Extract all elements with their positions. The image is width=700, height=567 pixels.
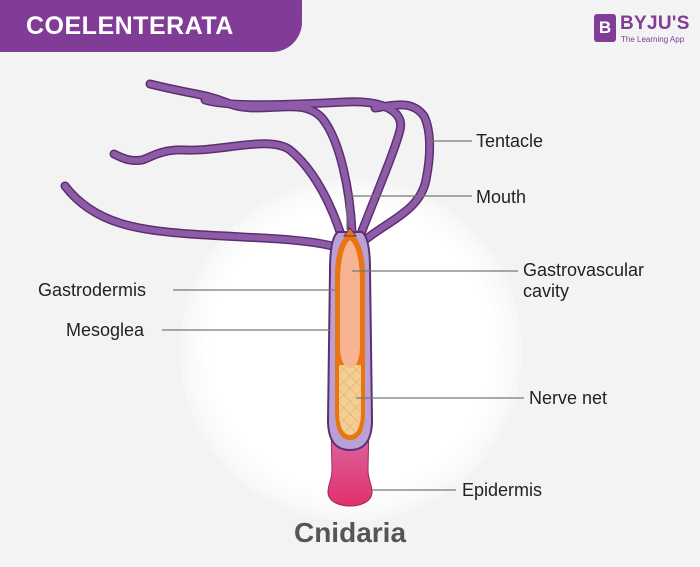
tentacles [60,79,435,251]
logo-tagline: The Learning App [621,35,685,44]
gastrovascular-cavity [340,240,360,368]
label-tentacle: Tentacle [476,131,544,151]
label-nerve-net: Nerve net [529,388,608,408]
label-gastrodermis: Gastrodermis [38,280,147,300]
logo-name: BYJU'S [620,13,690,34]
logo-mark-icon: B [594,14,616,42]
label-gastrovascular-line2: cavity [523,281,570,301]
page-title: COELENTERATA [26,11,234,40]
mouth-opening [343,227,357,237]
diagram-caption: Cnidaria [293,517,407,548]
label-gastrovascular-line1: Gastrovascular [523,260,645,280]
leader-lines [162,140,524,491]
nerve-net-region [339,365,361,435]
title-banner: COELENTERATA [0,0,302,52]
label-mesoglea: Mesoglea [66,320,145,340]
brand-logo: B BYJU'S The Learning App [594,12,694,48]
label-mouth: Mouth [476,187,527,207]
body-column [326,227,374,507]
label-epidermis: Epidermis [462,480,543,500]
